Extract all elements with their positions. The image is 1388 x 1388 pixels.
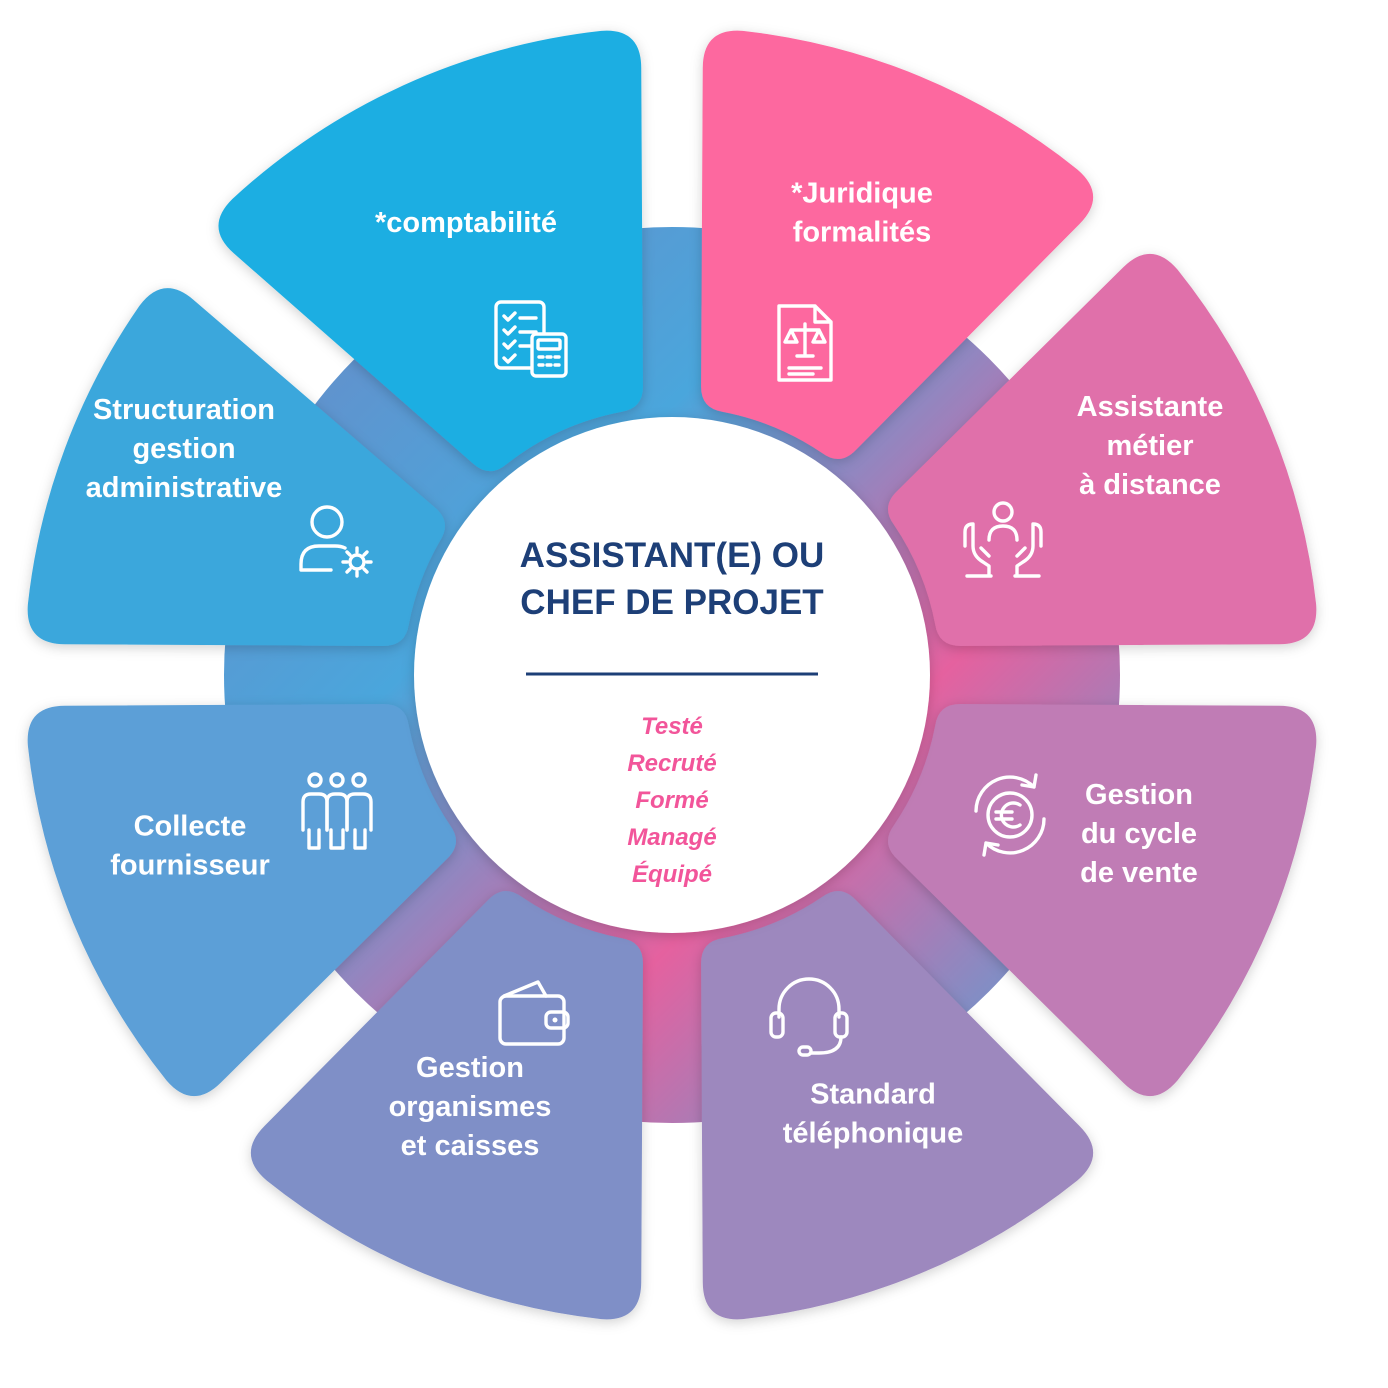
- hands-person-icon: [963, 501, 1043, 578]
- segment-assistante: Assistante métier à distance: [887, 253, 1317, 646]
- segment-assistante-shape: [887, 253, 1317, 646]
- segment-assistante-label: métier: [1106, 430, 1193, 462]
- accounting-calculator-icon: [494, 300, 568, 378]
- segment-structuration-label: Structuration: [93, 394, 275, 426]
- legal-document-icon: [777, 304, 833, 382]
- center-item: Managé: [627, 824, 716, 851]
- segment-comptabilite: *comptabilité: [218, 30, 643, 472]
- center-item: Testé: [641, 713, 703, 740]
- segment-standard-label: Standard: [810, 1079, 936, 1111]
- segment-fournisseur: Collecte fournisseur: [27, 704, 457, 1097]
- segment-vente-shape: [887, 704, 1317, 1097]
- segment-assistante-label: Assistante: [1077, 391, 1224, 423]
- euro-cycle-icon: [974, 773, 1046, 857]
- segment-assistante-label: à distance: [1079, 469, 1221, 501]
- segment-vente-label: de vente: [1080, 857, 1198, 889]
- segment-structuration-shape: [27, 288, 446, 646]
- headset-icon: [769, 977, 849, 1057]
- segment-organismes-label: Gestion: [416, 1052, 524, 1084]
- segment-juridique-label: formalités: [793, 217, 932, 249]
- center-title-line1: ASSISTANT(E) OU: [520, 536, 825, 575]
- segment-vente-label: du cycle: [1081, 818, 1197, 850]
- segment-organismes-shape: [250, 890, 643, 1320]
- segment-juridique-label: *Juridique: [791, 178, 933, 210]
- segment-juridique-shape: [701, 30, 1094, 460]
- group-people-icon: [301, 772, 373, 850]
- segment-structuration: Structuration gestion administrative: [27, 288, 446, 646]
- segment-standard-shape: [701, 890, 1094, 1320]
- segment-organismes-label: et caisses: [401, 1130, 540, 1162]
- segment-fournisseur-label: Collecte: [134, 811, 247, 843]
- segment-vente: Gestion du cycle de vente: [887, 704, 1317, 1097]
- segment-standard: Standard téléphonique: [701, 890, 1094, 1320]
- segment-organismes: Gestion organismes et caisses: [250, 890, 643, 1320]
- center-title-line2: CHEF DE PROJET: [520, 583, 823, 622]
- segment-juridique: *Juridique formalités: [701, 30, 1094, 460]
- segment-organismes-label: organismes: [389, 1091, 552, 1123]
- segment-fournisseur-shape: [27, 704, 457, 1097]
- segment-comptabilite-label: *comptabilité: [375, 207, 557, 239]
- segment-structuration-label: gestion: [132, 433, 235, 465]
- segment-standard-label: téléphonique: [783, 1118, 963, 1150]
- segment-fournisseur-label: fournisseur: [110, 850, 270, 882]
- user-gear-icon: [299, 505, 373, 578]
- segment-structuration-label: administrative: [86, 472, 283, 504]
- center-item: Recruté: [627, 750, 716, 777]
- center-item: Équipé: [632, 860, 712, 888]
- wallet-icon: [498, 980, 570, 1046]
- segment-vente-label: Gestion: [1085, 779, 1193, 811]
- center-item: Formé: [635, 787, 708, 814]
